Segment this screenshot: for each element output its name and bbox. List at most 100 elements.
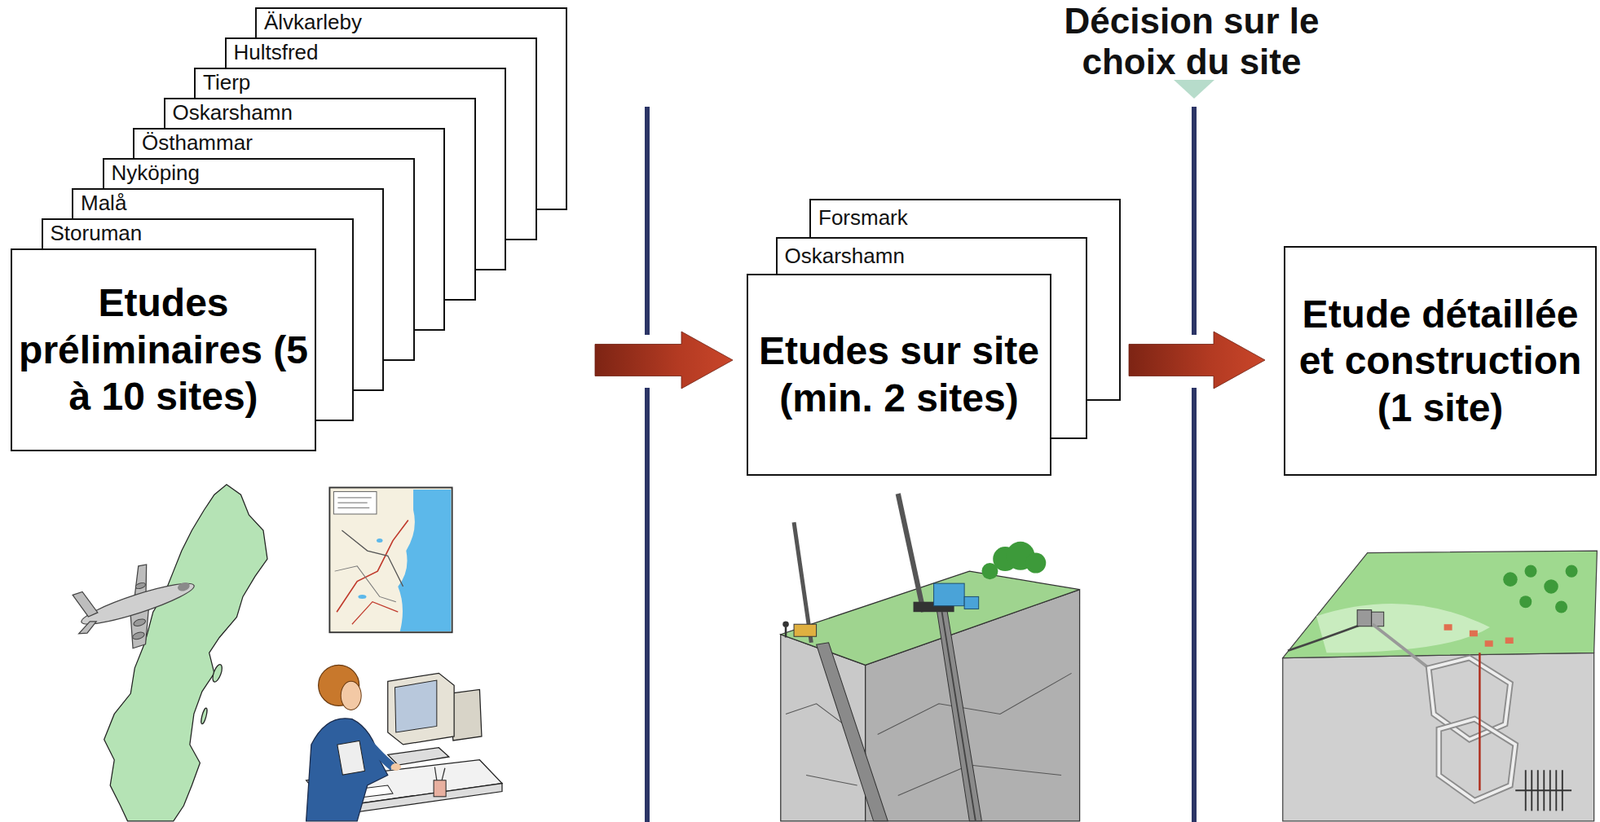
office-worker-part — [395, 680, 437, 733]
repository-site-part — [1282, 550, 1598, 658]
drilling-site-part — [898, 493, 924, 613]
site-name: Malå — [73, 189, 383, 216]
phase-divider-part — [1191, 387, 1197, 822]
repository-site-part — [1549, 770, 1552, 812]
drilling-site — [780, 493, 1080, 822]
sweden-map-part — [199, 708, 208, 726]
repository-site-part — [1555, 770, 1557, 812]
office-worker-part — [441, 768, 446, 781]
stage-box: Etudes sur site (min. 2 sites) — [746, 273, 1052, 477]
office-worker-part — [337, 740, 366, 776]
repository-site-part — [1287, 624, 1362, 652]
repository-site-part — [1565, 565, 1578, 578]
site-name: Tierp — [195, 69, 505, 96]
survey-plane-part — [132, 617, 147, 628]
drilling-site-part — [898, 765, 1062, 797]
repository-site-part — [1524, 565, 1537, 578]
drilling-site-part — [782, 621, 789, 628]
repository-site-part — [1485, 640, 1494, 648]
road-map-part — [329, 487, 452, 633]
stage-box: Etudes préliminaires (5 à 10 sites) — [10, 248, 317, 452]
repository-site-part — [1530, 770, 1533, 812]
office-worker-part — [391, 763, 402, 772]
site-name: Forsmark — [811, 200, 1120, 231]
site-name: Östhammar — [134, 129, 444, 156]
office-worker-part — [340, 681, 362, 710]
drilling-site-part — [942, 612, 976, 822]
drilling-site-part — [1025, 553, 1046, 574]
phase-divider — [647, 106, 1195, 822]
phase-divider-part — [644, 106, 650, 335]
repository-site-part — [1478, 652, 1481, 791]
repository-site-part — [1438, 719, 1516, 802]
office-worker-part — [306, 718, 388, 822]
site-name: Oskarshamn — [777, 238, 1086, 269]
repository-site-part — [1537, 770, 1539, 812]
repository-site-part — [1519, 595, 1532, 609]
office-worker-part — [433, 780, 446, 798]
road-map-part — [334, 566, 397, 603]
sweden-map-part — [104, 484, 268, 822]
stage-title: Etudes préliminaires (5 à 10 sites) — [17, 279, 310, 421]
decision-marker — [1173, 79, 1215, 99]
road-map-part — [337, 497, 371, 499]
repository-site-part — [1316, 603, 1490, 653]
repository-site-part — [1503, 572, 1518, 587]
road-map-part — [337, 502, 367, 504]
phase-divider-part — [644, 387, 650, 822]
survey-plane-part — [72, 589, 98, 620]
phase-divider-part — [1191, 106, 1197, 335]
repository-site-part — [1469, 630, 1478, 638]
survey-plane-part — [134, 581, 146, 591]
repository-site-part — [1542, 770, 1545, 812]
drilling-site-part — [934, 583, 966, 607]
site-name: Oskarshamn — [165, 99, 475, 126]
repository-site-part — [1505, 638, 1514, 645]
office-worker-part — [387, 673, 454, 745]
illustration-layer-part — [64, 484, 1597, 822]
survey-plane-part — [78, 577, 197, 631]
office-worker-part — [434, 767, 437, 781]
drilling-site-part — [816, 643, 889, 822]
survey-plane-part — [176, 581, 191, 593]
road-map-part — [333, 491, 377, 515]
repository-site — [1282, 550, 1598, 822]
road-map-part — [341, 530, 403, 587]
repository-site-part — [1357, 610, 1372, 627]
drilling-site-part — [877, 673, 1072, 735]
survey-plane-part — [132, 630, 146, 641]
stage-arrow — [595, 331, 733, 389]
stage-arrow — [1128, 331, 1266, 389]
repository-site-part — [1561, 770, 1564, 812]
drilling-site-part — [936, 610, 982, 822]
survey-plane — [64, 551, 207, 664]
road-map-part — [397, 489, 451, 632]
repository-site-part — [1543, 579, 1559, 595]
repository-site-part — [1438, 719, 1516, 802]
road-map — [329, 487, 452, 633]
road-map-part — [376, 538, 384, 543]
repository-site-part — [1282, 652, 1595, 822]
repository-site-part — [1372, 624, 1429, 669]
repository-site-part — [1525, 770, 1527, 812]
drilling-site-part — [793, 624, 817, 637]
site-name: Älvkarleby — [256, 8, 566, 36]
office-worker — [306, 665, 503, 822]
sweden-map-part — [211, 663, 225, 684]
stage-box: Etude détaillée et construction (1 site) — [1283, 246, 1597, 477]
repository-site-part — [1444, 624, 1453, 631]
road-map-part — [337, 507, 370, 509]
road-map-part — [352, 602, 398, 626]
decision-label: Décision sur le choix du site — [1036, 0, 1347, 83]
survey-plane-part — [76, 620, 100, 637]
drilling-site-part — [964, 596, 979, 609]
stage-title: Etude détaillée et construction (1 site) — [1290, 290, 1591, 432]
road-map-part — [357, 595, 366, 600]
site-name: Hultsfred — [226, 39, 536, 66]
site-name: Storuman — [43, 220, 353, 247]
repository-site-part — [1555, 600, 1568, 613]
road-map-part — [336, 520, 409, 613]
site-name: Nyköping — [104, 159, 414, 186]
stage-title: Etudes sur site (min. 2 sites) — [753, 327, 1045, 422]
office-worker-part — [387, 748, 450, 766]
